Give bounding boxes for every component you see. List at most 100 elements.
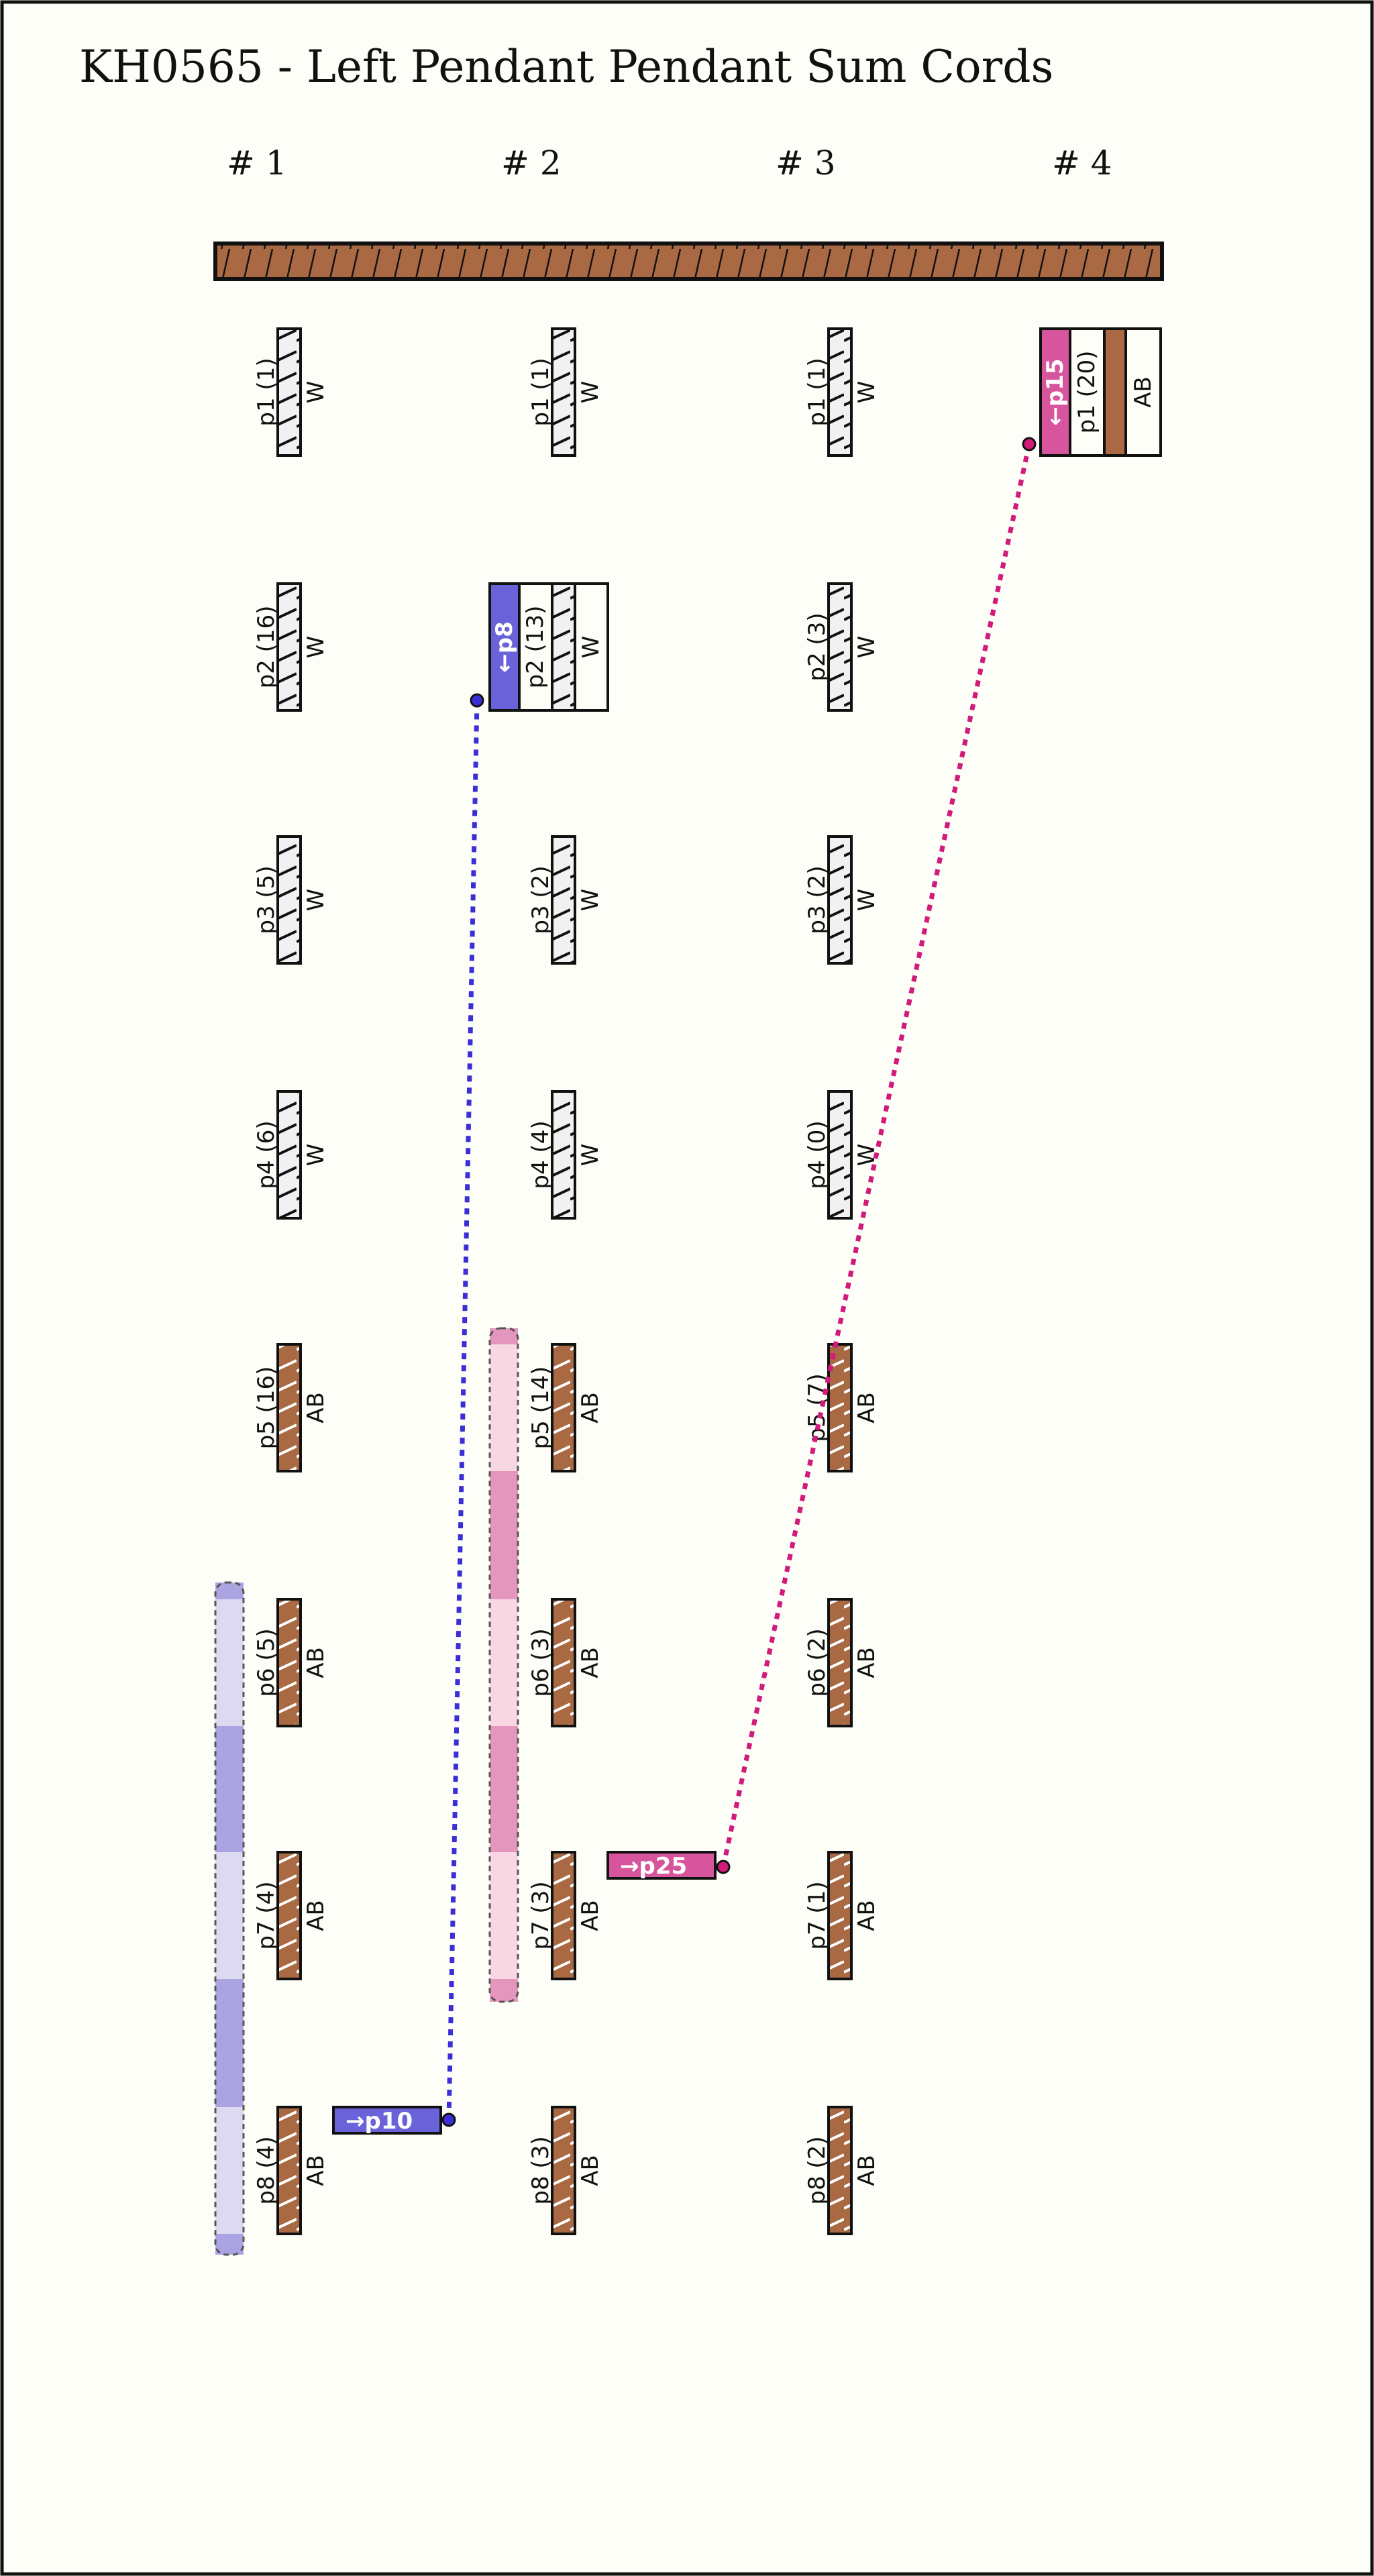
cord-color: W <box>303 1144 329 1167</box>
pendant-cord: p2 (3)W <box>804 582 880 712</box>
column-label: # 4 <box>1052 144 1112 182</box>
pendant-cord: p3 (5)W <box>253 835 329 965</box>
pendant-cord: p6 (2)AB <box>804 1598 880 1727</box>
pendant-cord: p4 (6) W <box>253 1090 329 1220</box>
link-tag-label: ←p15 <box>1042 358 1069 425</box>
link-dot <box>1022 437 1037 451</box>
cord-strip <box>276 582 302 712</box>
cord-strip <box>276 1851 302 1980</box>
cord-strip <box>827 582 853 712</box>
pendant-cord: p5 (16) AB <box>253 1343 329 1472</box>
cord-label: p2 (16) <box>253 606 280 689</box>
pendant-cord: p6 (3)AB <box>527 1598 604 1727</box>
cord-box <box>1039 327 1162 457</box>
column-label: # 2 <box>501 144 562 182</box>
cord-strip <box>827 1598 853 1727</box>
cord-label: p1 (1) <box>527 358 554 426</box>
link-dot <box>470 693 484 708</box>
link-tag-label: →p10 <box>346 2108 413 2135</box>
pendant-cord: p3 (2) W <box>804 835 880 965</box>
group-segment <box>215 1726 244 1852</box>
cord-box <box>488 582 609 712</box>
link-line <box>721 443 1032 1868</box>
cord-strip <box>551 1090 576 1220</box>
cord-label: p4 (6) <box>253 1120 280 1189</box>
group-segment <box>490 1979 518 2002</box>
cord-label: p3 (2) <box>527 865 554 934</box>
pendant-cord: p8 (2)AB <box>804 2106 880 2235</box>
cord-color: AB <box>577 1392 604 1424</box>
cord-strip <box>276 1343 302 1472</box>
cord-label: p7 (4) <box>253 1881 280 1949</box>
link-tag <box>606 1851 717 1880</box>
sum-link: →p25 <box>606 437 1037 1880</box>
group-segment <box>215 1852 244 1979</box>
group-segment <box>490 1344 518 1471</box>
cord-color: AB <box>303 1392 329 1424</box>
cord-label: p5 (14) <box>527 1366 554 1450</box>
cord-label: p6 (3) <box>527 1628 554 1697</box>
cord-strip <box>551 582 576 712</box>
cord-strip <box>1104 329 1126 455</box>
cord-label: p4 (0) <box>804 1120 831 1189</box>
primary-cord <box>213 241 1164 281</box>
cord-label: p3 (2) <box>804 865 831 934</box>
pendant-cord: p7 (1) AB <box>804 1851 880 1980</box>
cord-label: p5 (16) <box>253 1366 280 1450</box>
cord-color: AB <box>853 1392 880 1424</box>
group-segment <box>490 1726 518 1852</box>
cord-strip <box>827 1851 853 1980</box>
cord-label: p5 (7) <box>804 1373 831 1442</box>
link-tag-label: ←p8 <box>491 621 518 672</box>
cord-color: W <box>853 381 880 404</box>
pendant-cord: p6 (5) AB <box>253 1598 329 1727</box>
cord-strip <box>551 1851 576 1980</box>
link-dot <box>441 2112 456 2127</box>
cord-color: W <box>853 889 880 912</box>
link-dot <box>716 1860 731 1874</box>
cord-color: W <box>853 636 880 659</box>
cord-color: W <box>577 381 604 404</box>
page-title: KH0565 - Left Pendant Pendant Sum Cords <box>79 41 1053 93</box>
cord-label: p4 (4) <box>527 1120 554 1189</box>
group-outline <box>488 1327 519 2003</box>
cord-strip <box>551 1343 576 1472</box>
pendant-cord: p1 (1) W <box>527 327 604 457</box>
link-tag <box>332 2106 442 2135</box>
cord-strip <box>827 1343 853 1472</box>
cord-strip <box>551 1598 576 1727</box>
pendant-cord: p4 (0)W <box>804 1090 880 1220</box>
group-outline <box>214 1581 245 2256</box>
pendant-cord: p5 (14) AB <box>527 1343 604 1472</box>
cord-label: p6 (2) <box>804 1628 831 1697</box>
sum-group-bar-2 <box>488 1327 519 2003</box>
cord-strip <box>827 2106 853 2235</box>
cord-color: AB <box>853 1900 880 1931</box>
cord-color: W <box>577 1144 604 1167</box>
cord-color: W <box>303 636 329 659</box>
group-segment <box>215 2234 244 2255</box>
pendant-cord: p2 (16) W <box>253 582 329 712</box>
group-segment <box>490 1599 518 1726</box>
cord-label: p6 (5) <box>253 1628 280 1697</box>
pendant-cord: p8 (4)AB <box>253 2106 329 2235</box>
pendant-cord: p1 (1)W <box>253 327 329 457</box>
cord-color: AB <box>577 1900 604 1931</box>
sum-group-bar-1 <box>214 1581 245 2256</box>
cord-color: W <box>303 381 329 404</box>
group-segment <box>215 1599 244 1726</box>
cord-color: AB <box>303 1647 329 1678</box>
pendant-cord: p3 (2)W <box>527 835 604 965</box>
cord-strip <box>276 1090 302 1220</box>
column-label: # 1 <box>227 144 287 182</box>
link-tag <box>1041 329 1070 455</box>
cord-label: p7 (1) <box>804 1881 831 1949</box>
cord-label: p8 (3) <box>527 2136 554 2204</box>
cord-color: AB <box>1130 376 1157 408</box>
pendant-cord: p7 (4)AB <box>253 1851 329 1980</box>
group-segment <box>215 1979 244 2107</box>
cord-label: p7 (3) <box>527 1881 554 1949</box>
cord-color: W <box>578 636 604 659</box>
